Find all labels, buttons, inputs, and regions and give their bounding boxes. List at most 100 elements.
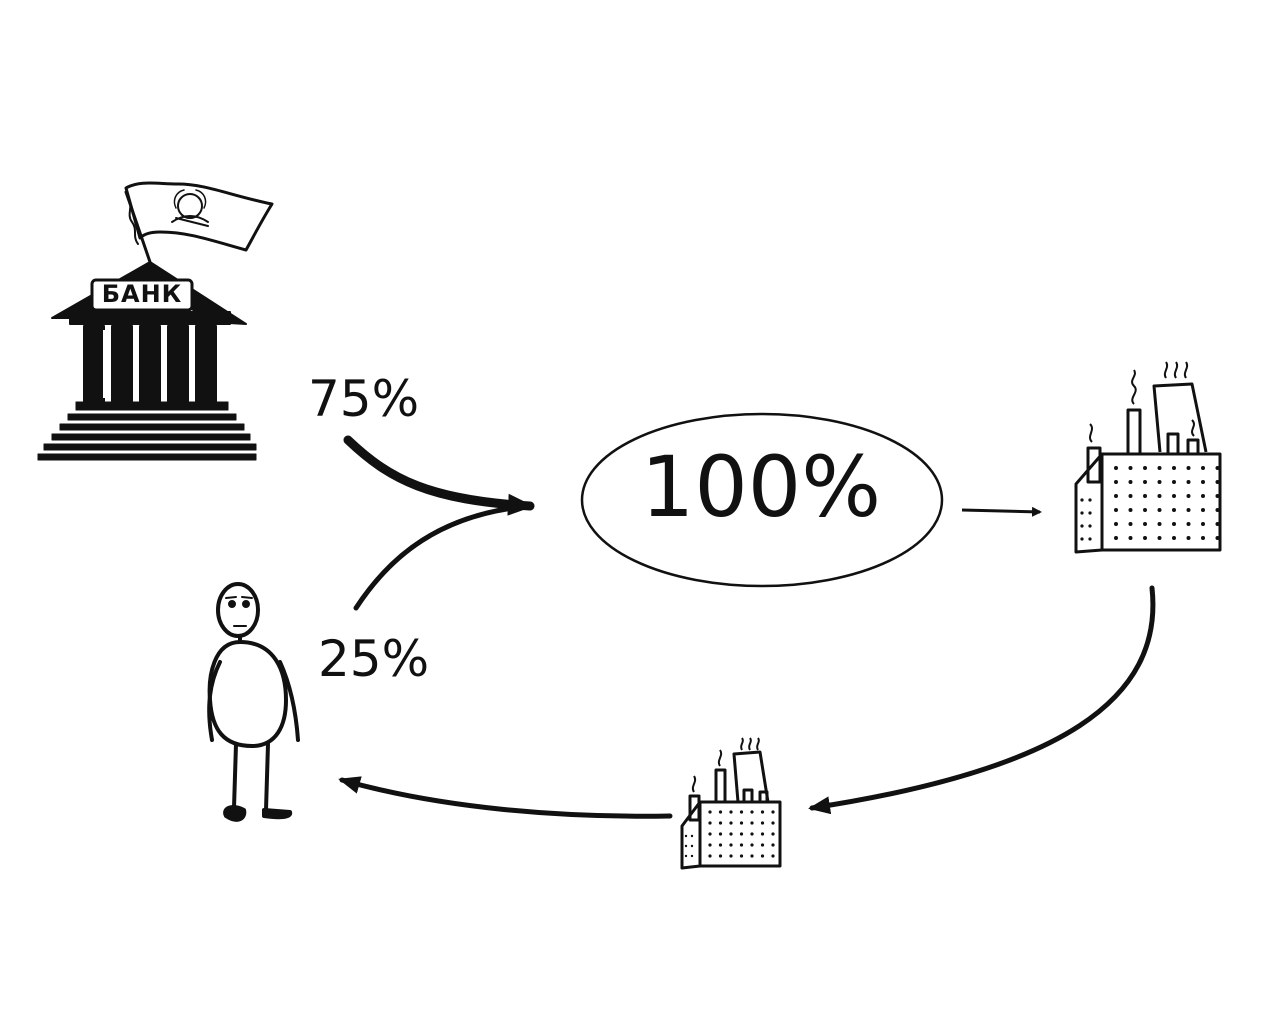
factory-window [739, 832, 744, 836]
factory-window [708, 854, 712, 858]
factory-window [684, 854, 688, 858]
factory-window [718, 854, 723, 858]
flag-icon [124, 181, 274, 264]
arrow-total-to-factory [961, 506, 1042, 517]
factory-window [1143, 494, 1147, 498]
factory-window [684, 844, 688, 848]
factory-window [1215, 536, 1220, 540]
factory-window [750, 821, 754, 825]
factory-window [750, 810, 754, 814]
factory-window [771, 810, 775, 814]
factory-window [750, 843, 754, 847]
factory-window [1157, 466, 1162, 470]
factory-window [1128, 508, 1133, 512]
factory-window [690, 854, 694, 858]
factory-window [1080, 511, 1084, 515]
factory-window [1172, 536, 1176, 540]
factory-window [1215, 466, 1220, 470]
factory-window [1186, 536, 1191, 540]
factory-window [760, 854, 765, 858]
factory-window [1128, 494, 1133, 498]
factory-window [739, 843, 744, 847]
factory-window [760, 832, 765, 836]
factory-window [760, 821, 765, 825]
factory-window [690, 834, 694, 838]
factory-window [1201, 480, 1205, 484]
factory-window [1114, 480, 1118, 484]
factory-window [1080, 498, 1084, 502]
factory-window [771, 832, 775, 836]
factory-window [1215, 494, 1220, 498]
factory-window [729, 810, 733, 814]
factory-window [750, 832, 754, 836]
factory-window [1172, 522, 1176, 526]
factory-window [1172, 494, 1176, 498]
factory-window [718, 810, 723, 814]
factory-window [771, 854, 775, 858]
factory-window [1201, 466, 1205, 470]
factory-window [1080, 537, 1084, 541]
bank-share-label: 75% [308, 370, 420, 428]
arrow-person-to-total [353, 503, 533, 611]
factory-window [1143, 466, 1147, 470]
factory-window [1143, 522, 1147, 526]
factory-window [718, 843, 723, 847]
factory-window [1128, 536, 1133, 540]
person-share-label: 25% [318, 630, 430, 688]
factory-window [1186, 522, 1191, 526]
factory-window [760, 810, 765, 814]
factory-window [760, 843, 765, 847]
factory-icon [1074, 361, 1222, 554]
factory-window [1143, 536, 1147, 540]
factory-window [708, 832, 712, 836]
factory-window [1172, 466, 1176, 470]
factory-window [1186, 480, 1191, 484]
factory-window [1172, 508, 1176, 512]
factory-window [729, 821, 733, 825]
factory-window [1128, 522, 1133, 526]
factory-window [739, 854, 744, 858]
person-icon [207, 582, 300, 822]
arrow-factory-to-factory [808, 585, 1156, 815]
factory-window [718, 821, 723, 825]
arrow-factory-to-person [338, 776, 673, 819]
factory-window [708, 843, 712, 847]
factory-window [1088, 537, 1092, 541]
factory-window [1114, 536, 1118, 540]
factory-window [690, 844, 694, 848]
factory-window [1186, 466, 1191, 470]
factory-window [739, 810, 744, 814]
factory-window [1114, 466, 1118, 470]
factory-windows [1080, 466, 1220, 541]
factory-window [708, 810, 712, 814]
total-label: 100% [640, 438, 882, 536]
factory-window [684, 834, 688, 838]
factory-window [1186, 494, 1191, 498]
factory-window [1157, 536, 1162, 540]
factory-icon [680, 737, 782, 870]
factory-window [1201, 536, 1205, 540]
factory-window [729, 854, 733, 858]
factory-window [1186, 508, 1191, 512]
factory-window [1157, 494, 1162, 498]
factory-window [1088, 511, 1092, 515]
factory-window [1143, 480, 1147, 484]
factory-window [1114, 494, 1118, 498]
factory-window [1088, 524, 1092, 528]
factory-window [1201, 494, 1205, 498]
factory-window [1114, 508, 1118, 512]
factory-window [1080, 524, 1084, 528]
factory-window [1172, 480, 1176, 484]
factory-window [1215, 522, 1220, 526]
factory-windows [684, 810, 775, 858]
factory-window [1201, 522, 1205, 526]
factory-window [750, 854, 754, 858]
factory-window [1201, 508, 1205, 512]
factory-window [1114, 522, 1118, 526]
factory-window [739, 821, 744, 825]
total-ellipse [580, 412, 944, 588]
factory-window [1157, 480, 1162, 484]
factory-window [729, 843, 733, 847]
